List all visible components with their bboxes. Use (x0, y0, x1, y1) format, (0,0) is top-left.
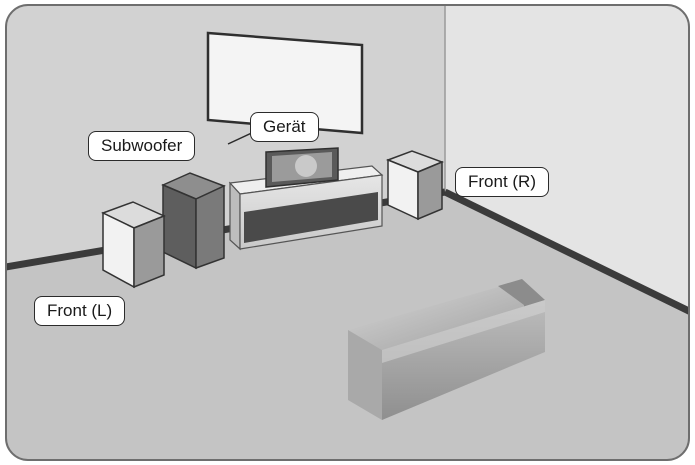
right-wall (445, 5, 689, 312)
wall-screen (206, 31, 364, 135)
main-unit-console (228, 147, 384, 251)
subwoofer-speaker (161, 172, 226, 270)
front-left-speaker (101, 201, 166, 289)
subwoofer-label: Subwoofer (88, 131, 196, 161)
sofa (348, 279, 545, 420)
diagram-frame (5, 4, 690, 461)
right-baseboard (443, 188, 689, 318)
front-left-label: Front (L) (34, 296, 126, 326)
front-right-speaker (385, 150, 445, 221)
unit-label: Gerät (250, 112, 319, 142)
front-right-label: Front (R) (455, 167, 549, 197)
